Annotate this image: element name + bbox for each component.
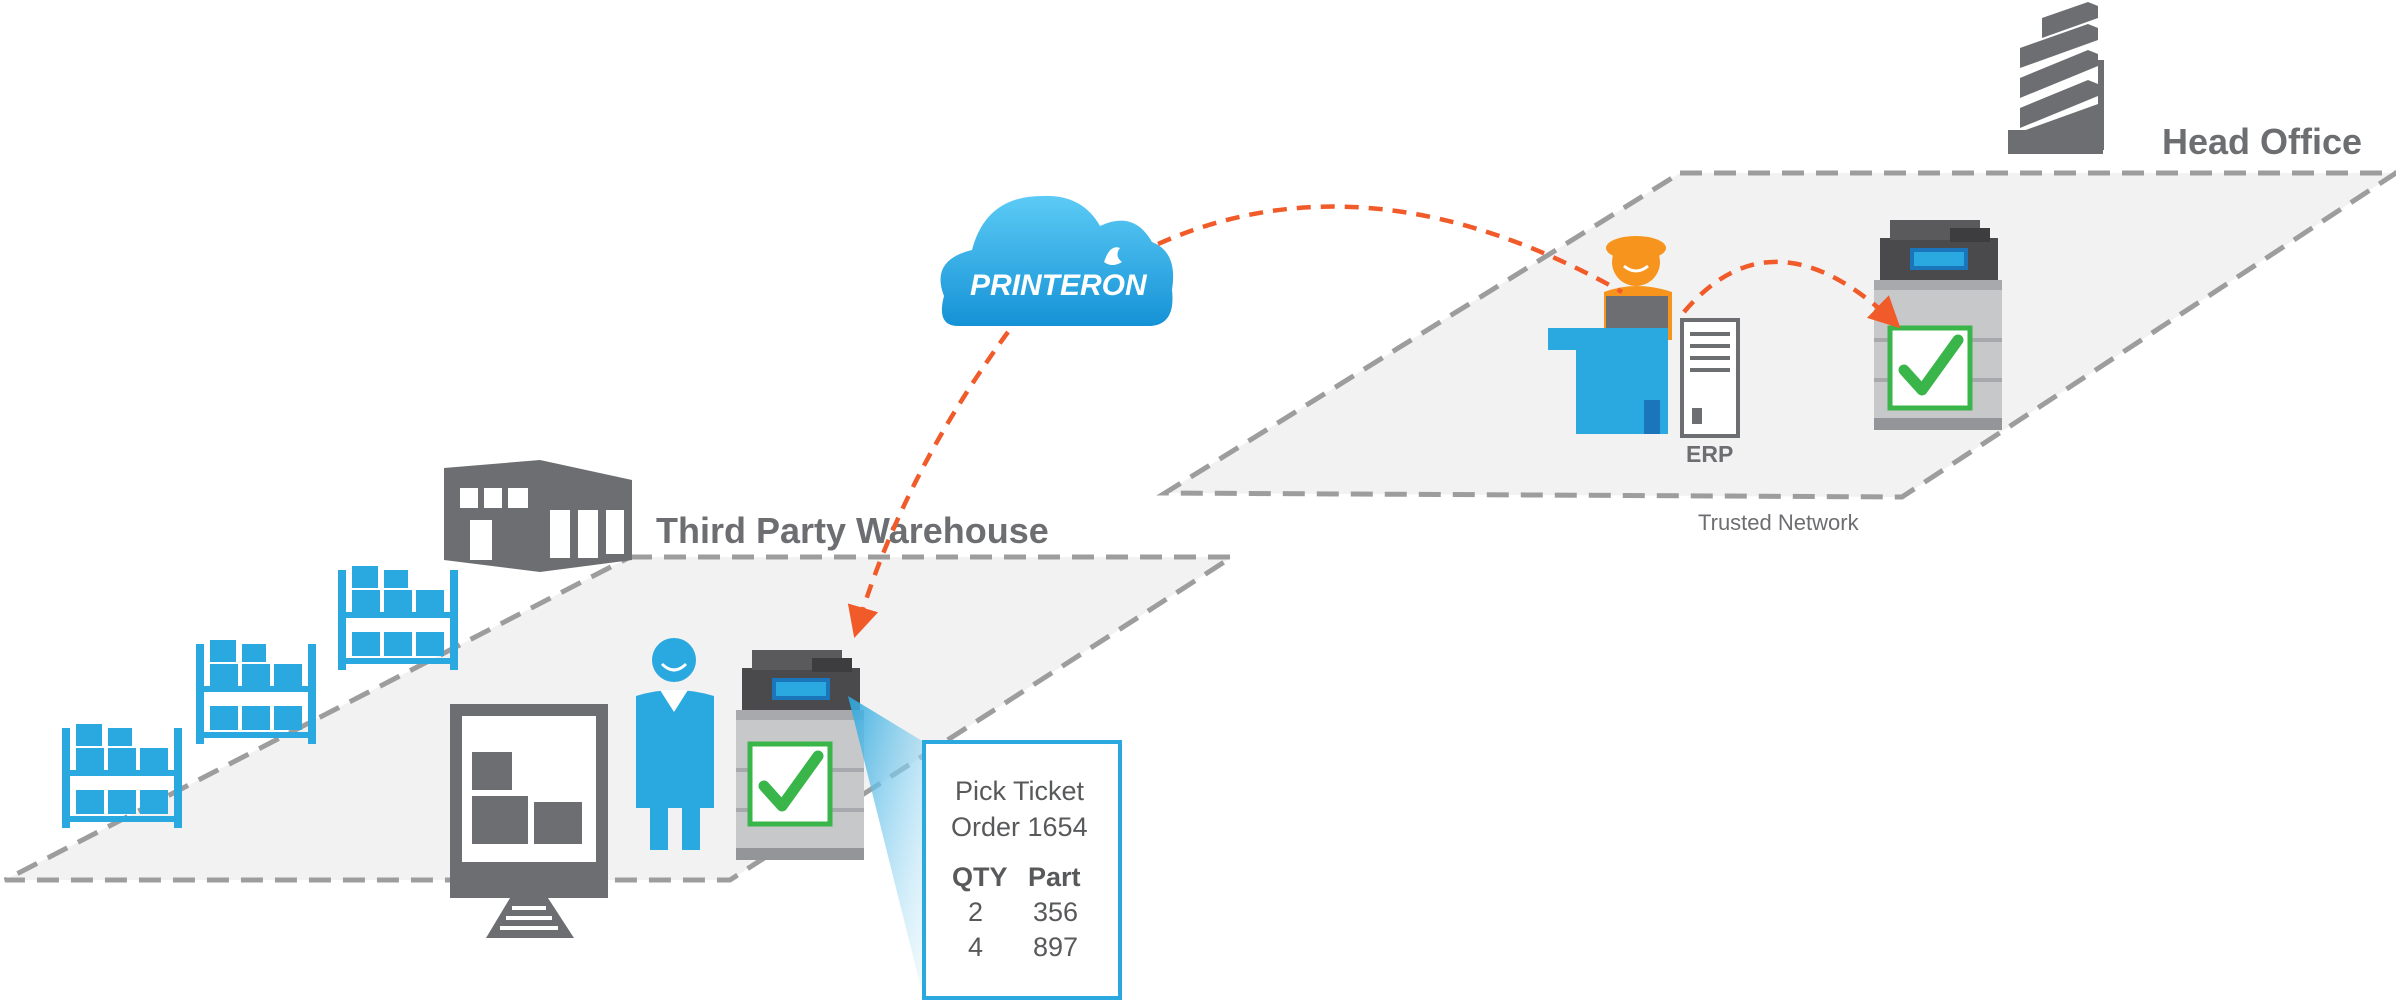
head-office-building-icon: [2008, 2, 2104, 154]
pick-ticket-document: Pick Ticket Order 1654 QTY Part 2 356 4 …: [922, 740, 1122, 1000]
ticket-title-line1: Pick Ticket: [955, 776, 1085, 806]
head-office-label: Head Office: [2162, 121, 2362, 162]
ticket-row-1-part: 356: [1033, 897, 1078, 927]
flow-erp-to-printer-arrow: [1682, 259, 1901, 329]
erp-server-icon: [1680, 318, 1740, 438]
ticket-row-2-part: 897: [1033, 932, 1078, 962]
flow-cloud-to-erp-line: [1157, 204, 1624, 294]
cloud-brand-label: PRINTERON: [970, 269, 1148, 302]
erp-label: ERP: [1686, 441, 1733, 467]
shelf-icon-3: [338, 566, 458, 670]
ticket-title-line2: Order 1654: [951, 812, 1088, 842]
head-office-network-plane: [1156, 170, 2396, 500]
ticket-row-2-qty: 4: [968, 932, 983, 962]
shelf-icon-2: [196, 640, 316, 744]
warehouse-network-plane: [3, 554, 1241, 883]
ticket-row-1-qty: 2: [968, 897, 983, 927]
kiosk-icon: [450, 704, 608, 938]
warehouse-label: Third Party Warehouse: [656, 510, 1049, 551]
warehouse-worker-icon: [636, 638, 714, 850]
head-office-success-check-icon: [1890, 328, 1970, 408]
shelf-icon-1: [62, 724, 182, 828]
warehouse-success-check-icon: [750, 744, 830, 824]
printeron-cloud-icon: PRINTERON: [940, 195, 1174, 326]
print-output-beam: [848, 696, 924, 1000]
ticket-part-header: Part: [1028, 862, 1081, 892]
ticket-qty-header: QTY: [952, 862, 1008, 892]
trusted-network-label: Trusted Network: [1698, 510, 1860, 535]
flow-cloud-to-warehouse-arrow: [847, 330, 1010, 639]
office-desk-icon: [1548, 328, 1668, 434]
warehouse-building-icon: [444, 460, 632, 572]
